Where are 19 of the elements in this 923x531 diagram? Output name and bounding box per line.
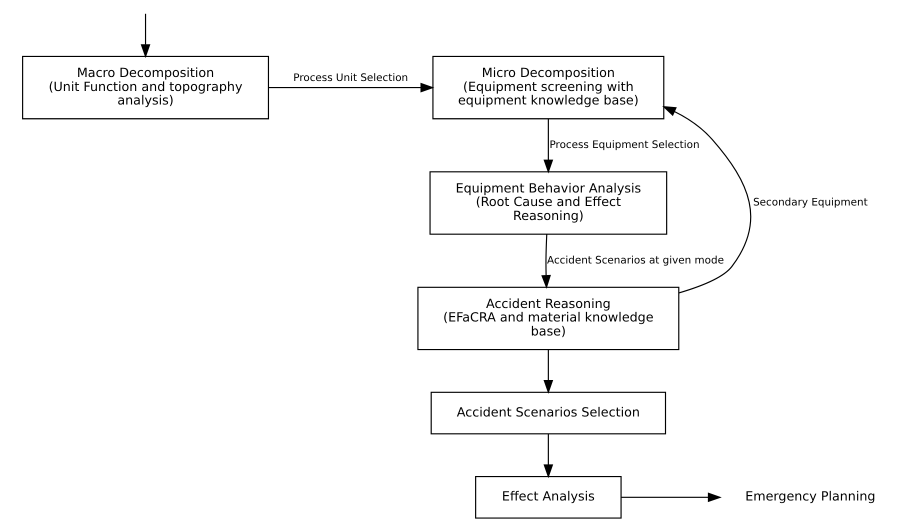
node-box: Effect Analysis: [475, 476, 622, 519]
arrow: [140, 14, 150, 58]
node-box: Accident Reasoning (EFaCRA and material knowledge base): [417, 286, 680, 350]
node-box: Micro Decomposition (Equipment screening with equipment knowledge base): [432, 56, 664, 120]
node-box: Equipment Behavior Analysis (Root Cause and Effect Reasoning): [429, 171, 668, 235]
arrow: [541, 234, 551, 289]
arrow: [622, 492, 722, 502]
arrow: [544, 434, 554, 478]
edge-label: Process Unit Selection: [293, 72, 408, 84]
arrow: [544, 118, 554, 174]
arrow: [268, 82, 434, 92]
node-text: Emergency Planning: [745, 488, 876, 504]
arrow: [544, 350, 554, 394]
node-box: Accident Scenarios Selection: [430, 392, 666, 434]
node-box: Macro Decomposition (Unit Function and topography analysis): [22, 56, 270, 120]
edge-label: Accident Scenarios at given mode: [547, 254, 724, 266]
arrow: [662, 106, 752, 294]
edge-label: Process Equipment Selection: [549, 138, 700, 151]
edge-label: Secondary Equipment: [753, 196, 868, 209]
